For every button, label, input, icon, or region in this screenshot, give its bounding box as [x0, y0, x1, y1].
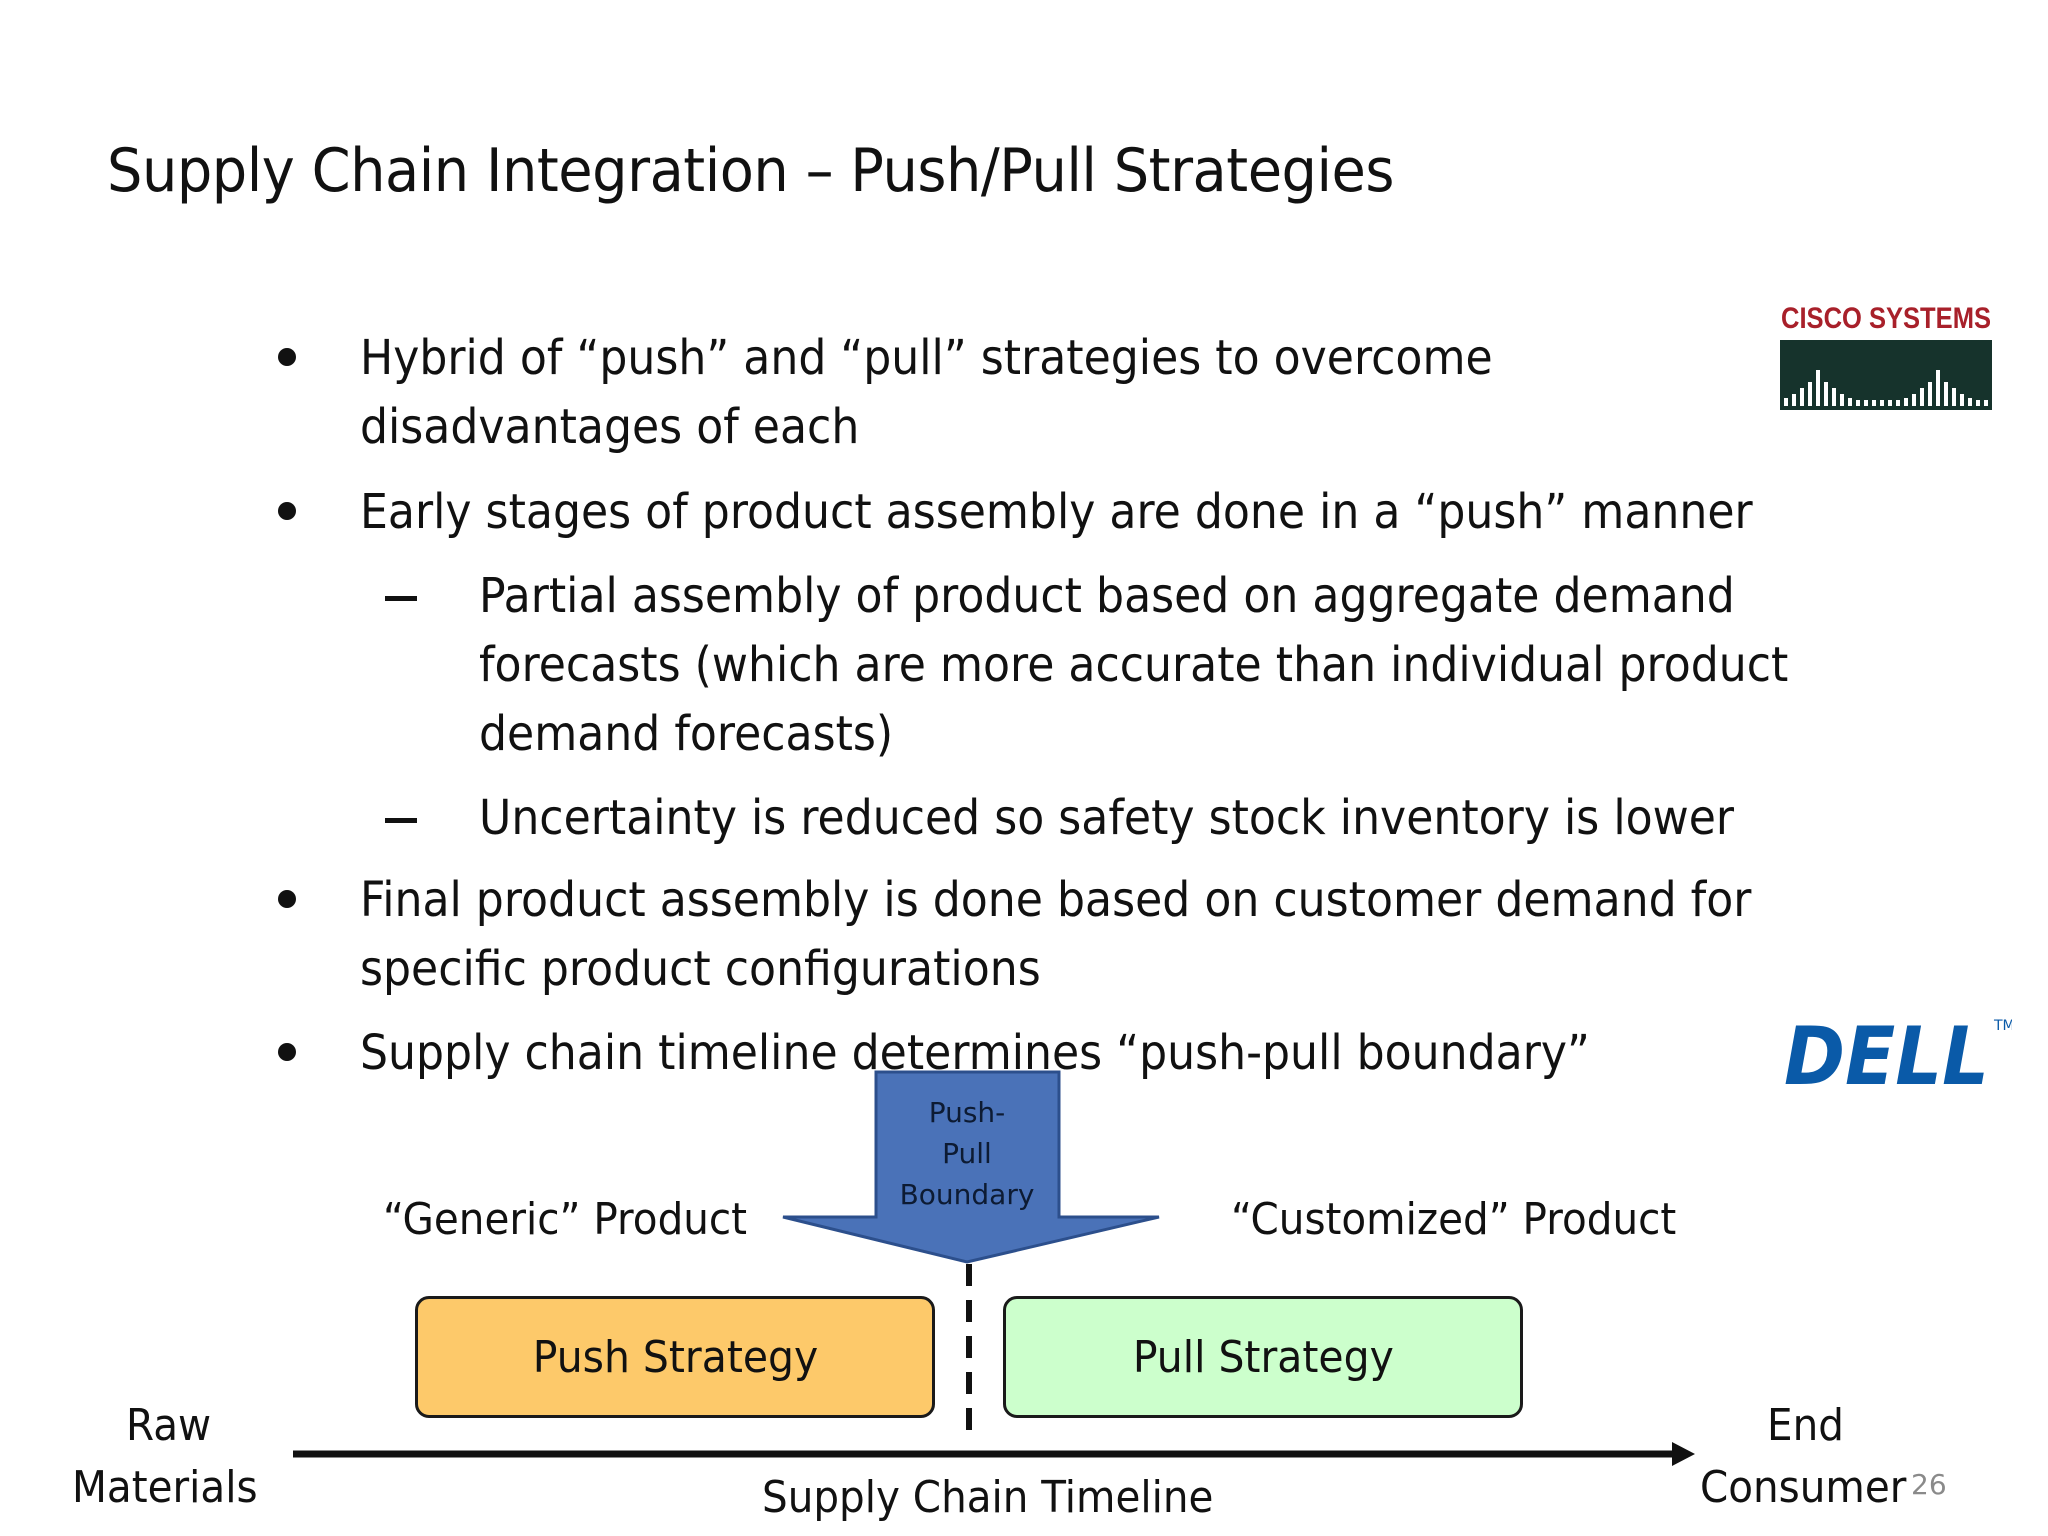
bullet-1-line-1: Hybrid of “push” and “pull” strategies t…: [360, 330, 1493, 386]
pull-strategy-box: Pull Strategy: [1003, 1296, 1523, 1418]
sub-bullet-1-line-1: Partial assembly of product based on agg…: [479, 568, 1735, 624]
dell-logo-tm: TM: [1993, 1018, 2012, 1034]
bullet-dot: [278, 502, 296, 520]
bullet-3-line-1: Final product assembly is done based on …: [360, 872, 1752, 928]
end-consumer-label-line-1: End: [1767, 1400, 1844, 1451]
customized-product-label: “Customized” Product: [1231, 1194, 1677, 1245]
timeline-arrowhead: [1672, 1442, 1695, 1466]
cisco-systems-logo: CISCO SYSTEMS: [1780, 302, 1992, 410]
bullet-dot: [278, 348, 296, 366]
bullet-2-line-1: Early stages of product assembly are don…: [360, 484, 1753, 540]
pull-strategy-label: Pull Strategy: [1132, 1331, 1394, 1383]
page-number: 26: [1911, 1468, 1947, 1501]
supply-chain-timeline-label: Supply Chain Timeline: [762, 1472, 1214, 1523]
bullet-1-line-2: disadvantages of each: [360, 399, 860, 455]
dell-logo-text: DELL: [1784, 1012, 1989, 1103]
sub-bullet-dash: [385, 596, 417, 601]
sub-bullet-1-line-2: forecasts (which are more accurate than …: [479, 637, 1789, 693]
raw-materials-label-line-1: Raw: [126, 1400, 212, 1451]
bullet-dot: [278, 890, 296, 908]
push-pull-boundary-arrow: [782, 1070, 1160, 1264]
bullet-dot: [278, 1043, 296, 1061]
push-strategy-box: Push Strategy: [415, 1296, 935, 1418]
bullet-list: Hybrid of “push” and “pull” strategies t…: [278, 330, 1789, 1081]
cisco-logo-band: [1780, 340, 1992, 410]
cisco-logo-text: CISCO SYSTEMS: [1781, 302, 1991, 335]
raw-materials-label-line-2: Materials: [72, 1462, 258, 1513]
end-consumer-label-line-2: Consumer: [1700, 1462, 1907, 1513]
dell-logo: DELL TM: [1784, 1012, 2012, 1103]
generic-product-label: “Generic” Product: [383, 1194, 748, 1245]
push-pull-boundary-label: Push- Pull Boundary: [899, 1096, 1035, 1211]
sub-bullet-2-line-1: Uncertainty is reduced so safety stock i…: [479, 790, 1735, 846]
bullet-3-line-2: specific product configurations: [360, 941, 1041, 997]
cisco-logo-bars: [1784, 370, 1988, 406]
sub-bullet-1-line-3: demand forecasts): [479, 706, 894, 762]
slide-title: Supply Chain Integration – Push/Pull Str…: [107, 136, 1395, 206]
sub-bullet-dash: [385, 818, 417, 823]
push-strategy-label: Push Strategy: [532, 1331, 818, 1383]
